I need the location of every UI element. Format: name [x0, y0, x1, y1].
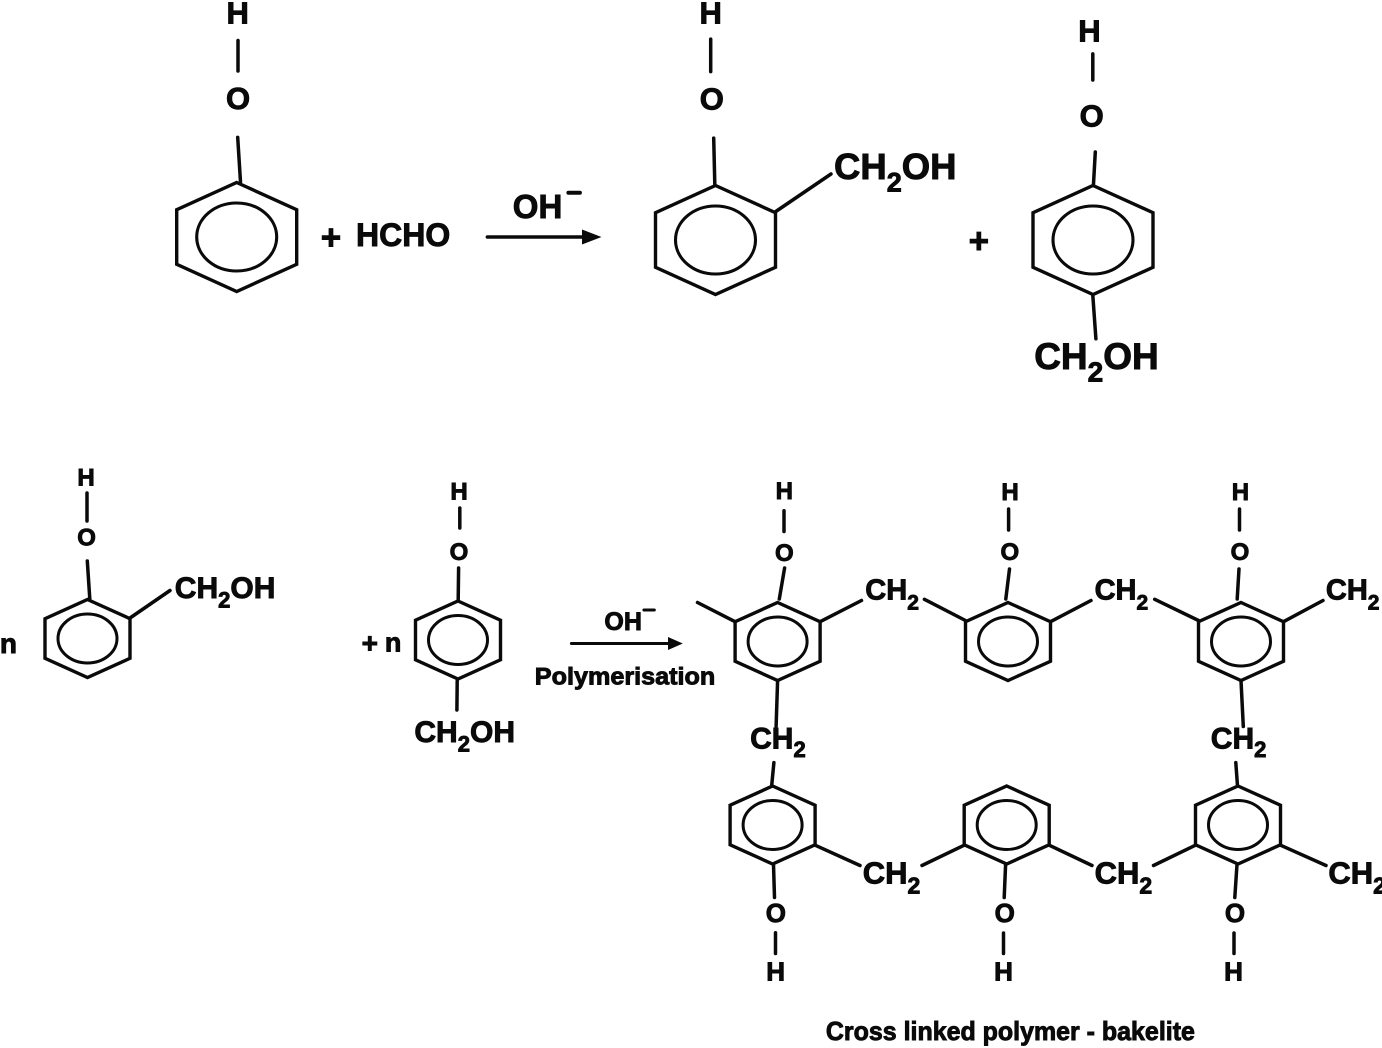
svg-text:H: H	[1001, 479, 1018, 506]
svg-text:O: O	[1231, 539, 1250, 566]
svg-text:n: n	[0, 628, 17, 659]
svg-text:H: H	[1078, 14, 1100, 49]
svg-text:H: H	[766, 957, 785, 987]
svg-text:H: H	[227, 0, 249, 31]
svg-text:O: O	[226, 81, 250, 116]
svg-text:+: +	[969, 222, 989, 261]
svg-text:O: O	[1080, 98, 1104, 133]
svg-text:Polymerisation: Polymerisation	[535, 664, 716, 691]
svg-text:H: H	[1224, 957, 1243, 987]
svg-text:O: O	[700, 81, 724, 116]
svg-text:H: H	[1232, 479, 1249, 506]
svg-text:O: O	[775, 540, 794, 567]
svg-text:O: O	[766, 898, 786, 928]
svg-text:O: O	[1000, 539, 1019, 566]
svg-text:Cross linked polymer - bakelit: Cross linked polymer - bakelite	[826, 1016, 1195, 1046]
svg-text:HCHO: HCHO	[356, 217, 450, 253]
svg-text:H: H	[994, 957, 1013, 987]
svg-text:H: H	[700, 0, 722, 31]
svg-text:O: O	[995, 898, 1015, 928]
svg-text:O: O	[450, 539, 469, 566]
svg-text:+: +	[321, 219, 341, 258]
svg-text:H: H	[77, 464, 94, 491]
svg-text:H: H	[776, 478, 793, 505]
svg-text:+: +	[362, 628, 378, 659]
svg-text:n: n	[385, 628, 402, 658]
svg-text:O: O	[1225, 898, 1245, 928]
svg-text:H: H	[450, 478, 467, 505]
svg-text:OH: OH	[604, 608, 642, 636]
svg-text:CH2OH: CH2OH	[414, 716, 515, 757]
svg-text:O: O	[77, 525, 96, 552]
svg-text:OH: OH	[513, 188, 563, 225]
